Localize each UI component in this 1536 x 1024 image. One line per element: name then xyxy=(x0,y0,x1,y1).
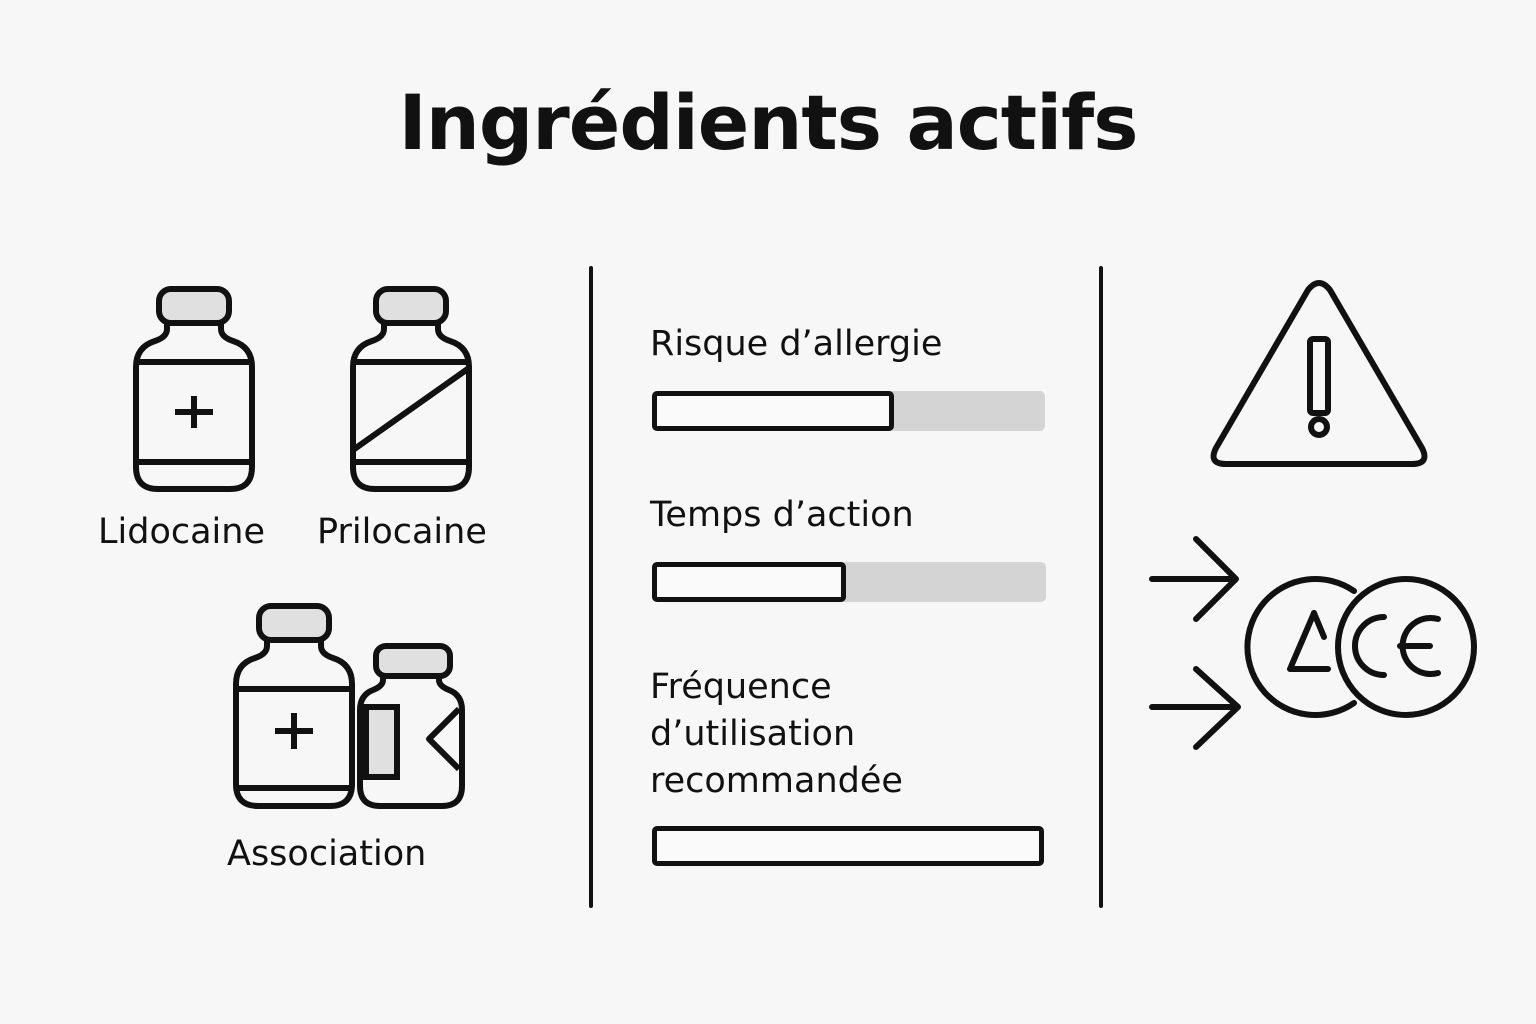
bottle-diagonal-icon xyxy=(350,286,472,492)
metric-bar-fill xyxy=(652,562,846,602)
bottle-plus-icon xyxy=(133,286,255,492)
page-title: Ingrédients actifs xyxy=(398,78,1139,167)
column-divider-right xyxy=(1099,266,1103,908)
arrow-right-icon xyxy=(1149,666,1241,750)
bottle-pair-icon xyxy=(233,603,465,809)
metric-label-usage-frequency: Fréquence d’utilisation recommandée xyxy=(650,667,903,801)
ce-certification-mark-icon xyxy=(1244,576,1477,718)
ingredient-label-lidocaine: Lidocaine xyxy=(98,512,265,552)
ingredient-label-association: Association xyxy=(227,834,427,874)
arrow-right-icon xyxy=(1149,536,1239,622)
metric-bar-fill xyxy=(652,391,894,431)
metric-bar-fill xyxy=(652,826,1044,866)
metric-label-allergy-risk: Risque d’allergie xyxy=(650,324,943,364)
metric-label-action-time: Temps d’action xyxy=(650,495,914,535)
metric-bar-usage-frequency xyxy=(652,826,1044,866)
ingredient-label-prilocaine: Prilocaine xyxy=(317,512,487,552)
metric-bar-allergy-risk xyxy=(652,391,1045,431)
metric-bar-action-time xyxy=(652,562,1046,602)
column-divider-left xyxy=(589,266,593,908)
warning-triangle-icon xyxy=(1210,280,1428,467)
